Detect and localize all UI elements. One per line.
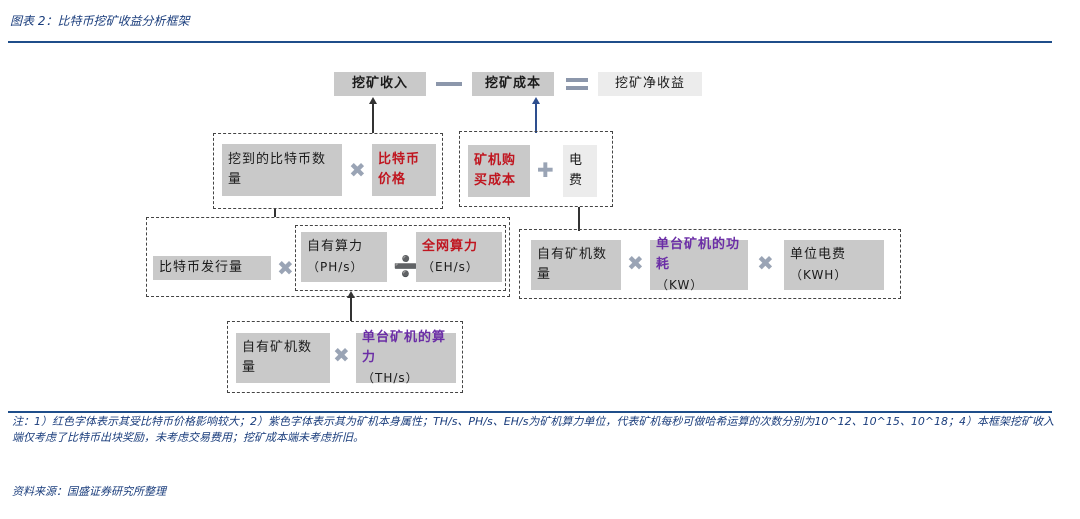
share-group: [146, 217, 510, 297]
source-line: 资料来源：国盛证券研究所整理: [12, 485, 166, 498]
divide-icon: ➗: [393, 254, 418, 278]
electricity-box: 电费: [563, 145, 597, 197]
own-hashrate-label: 自有算力: [307, 239, 364, 254]
minus-operator: [436, 82, 462, 86]
arrow-revenue: [372, 103, 374, 133]
multiply-icon: ✖: [277, 256, 294, 280]
unit-price-box: 单位电费 （KWH）: [784, 240, 884, 290]
own-miners-label: 自有矿机数量: [242, 340, 313, 375]
unit-hashrate-box: 单台矿机的算力 （TH/s）: [356, 330, 456, 385]
net-profit-box: 挖矿净收益: [598, 72, 702, 96]
multiply-icon: ✖: [349, 158, 366, 182]
own-hashrate-unit: （PH/s）: [307, 260, 364, 274]
connector-mined: [274, 209, 276, 217]
top-rule: [8, 41, 1052, 43]
mining-cost-box: 挖矿成本: [472, 72, 554, 96]
network-hashrate-unit: （EH/s）: [422, 260, 479, 274]
unit-price-label: 单位电费: [790, 247, 847, 262]
connector-electricity: [578, 207, 580, 231]
mined-value-group: [213, 133, 443, 209]
arrow-own-hashrate: [350, 297, 352, 321]
btc-price-box: 比特币价格: [372, 144, 436, 196]
unit-power-box: 单台矿机的功耗 （KW）: [650, 237, 748, 292]
unit-hashrate-label: 单台矿机的算力: [362, 330, 447, 365]
hashrate-ratio-group: [295, 225, 506, 291]
arrow-head-revenue: [369, 97, 377, 104]
machine-cost-box: 矿机购买成本: [468, 145, 530, 197]
unit-power-unit: （KW）: [656, 278, 704, 292]
machine-cost-label: 矿机购买成本: [474, 153, 517, 188]
own-hashrate-box: 自有算力 （PH/s）: [301, 232, 387, 282]
unit-hashrate-unit: （TH/s）: [362, 371, 419, 385]
own-miners-box-power: 自有矿机数量: [531, 240, 621, 290]
multiply-icon: ✖: [627, 251, 644, 275]
electricity-label: 电费: [569, 153, 584, 188]
plus-icon: ✚: [537, 158, 554, 182]
btc-price-label: 比特币价格: [378, 152, 421, 187]
arrow-head-own-hashrate: [347, 291, 355, 298]
issuance-box: 比特币发行量: [153, 256, 271, 280]
figure-title: 图表 2：比特币挖矿收益分析框架: [10, 14, 190, 28]
network-hashrate-box: 全网算力 （EH/s）: [416, 232, 502, 282]
network-hashrate-label: 全网算力: [422, 239, 479, 254]
equals-operator-top: [566, 78, 588, 82]
arrow-cost: [535, 103, 537, 133]
own-miners-label-power: 自有矿机数量: [537, 247, 608, 282]
equals-operator-bottom: [566, 86, 588, 90]
multiply-icon: ✖: [333, 343, 350, 367]
multiply-icon: ✖: [757, 251, 774, 275]
cost-group: [459, 131, 613, 207]
own-miners-box: 自有矿机数量: [236, 333, 330, 383]
bottom-rule: [8, 411, 1052, 413]
btc-count-box: 挖到的比特币数量: [222, 144, 342, 196]
footnote: 注：1）红色字体表示其受比特币价格影响较大；2）紫色字体表示其为矿机本身属性；T…: [12, 415, 1055, 444]
power-cost-group: [519, 229, 901, 299]
unit-price-unit: （KWH）: [790, 268, 848, 282]
btc-count-label: 挖到的比特币数量: [228, 152, 327, 187]
unit-power-label: 单台矿机的功耗: [656, 237, 741, 272]
mining-revenue-box: 挖矿收入: [334, 72, 426, 96]
arrow-head-cost: [532, 97, 540, 104]
own-hashrate-group: [227, 321, 463, 393]
